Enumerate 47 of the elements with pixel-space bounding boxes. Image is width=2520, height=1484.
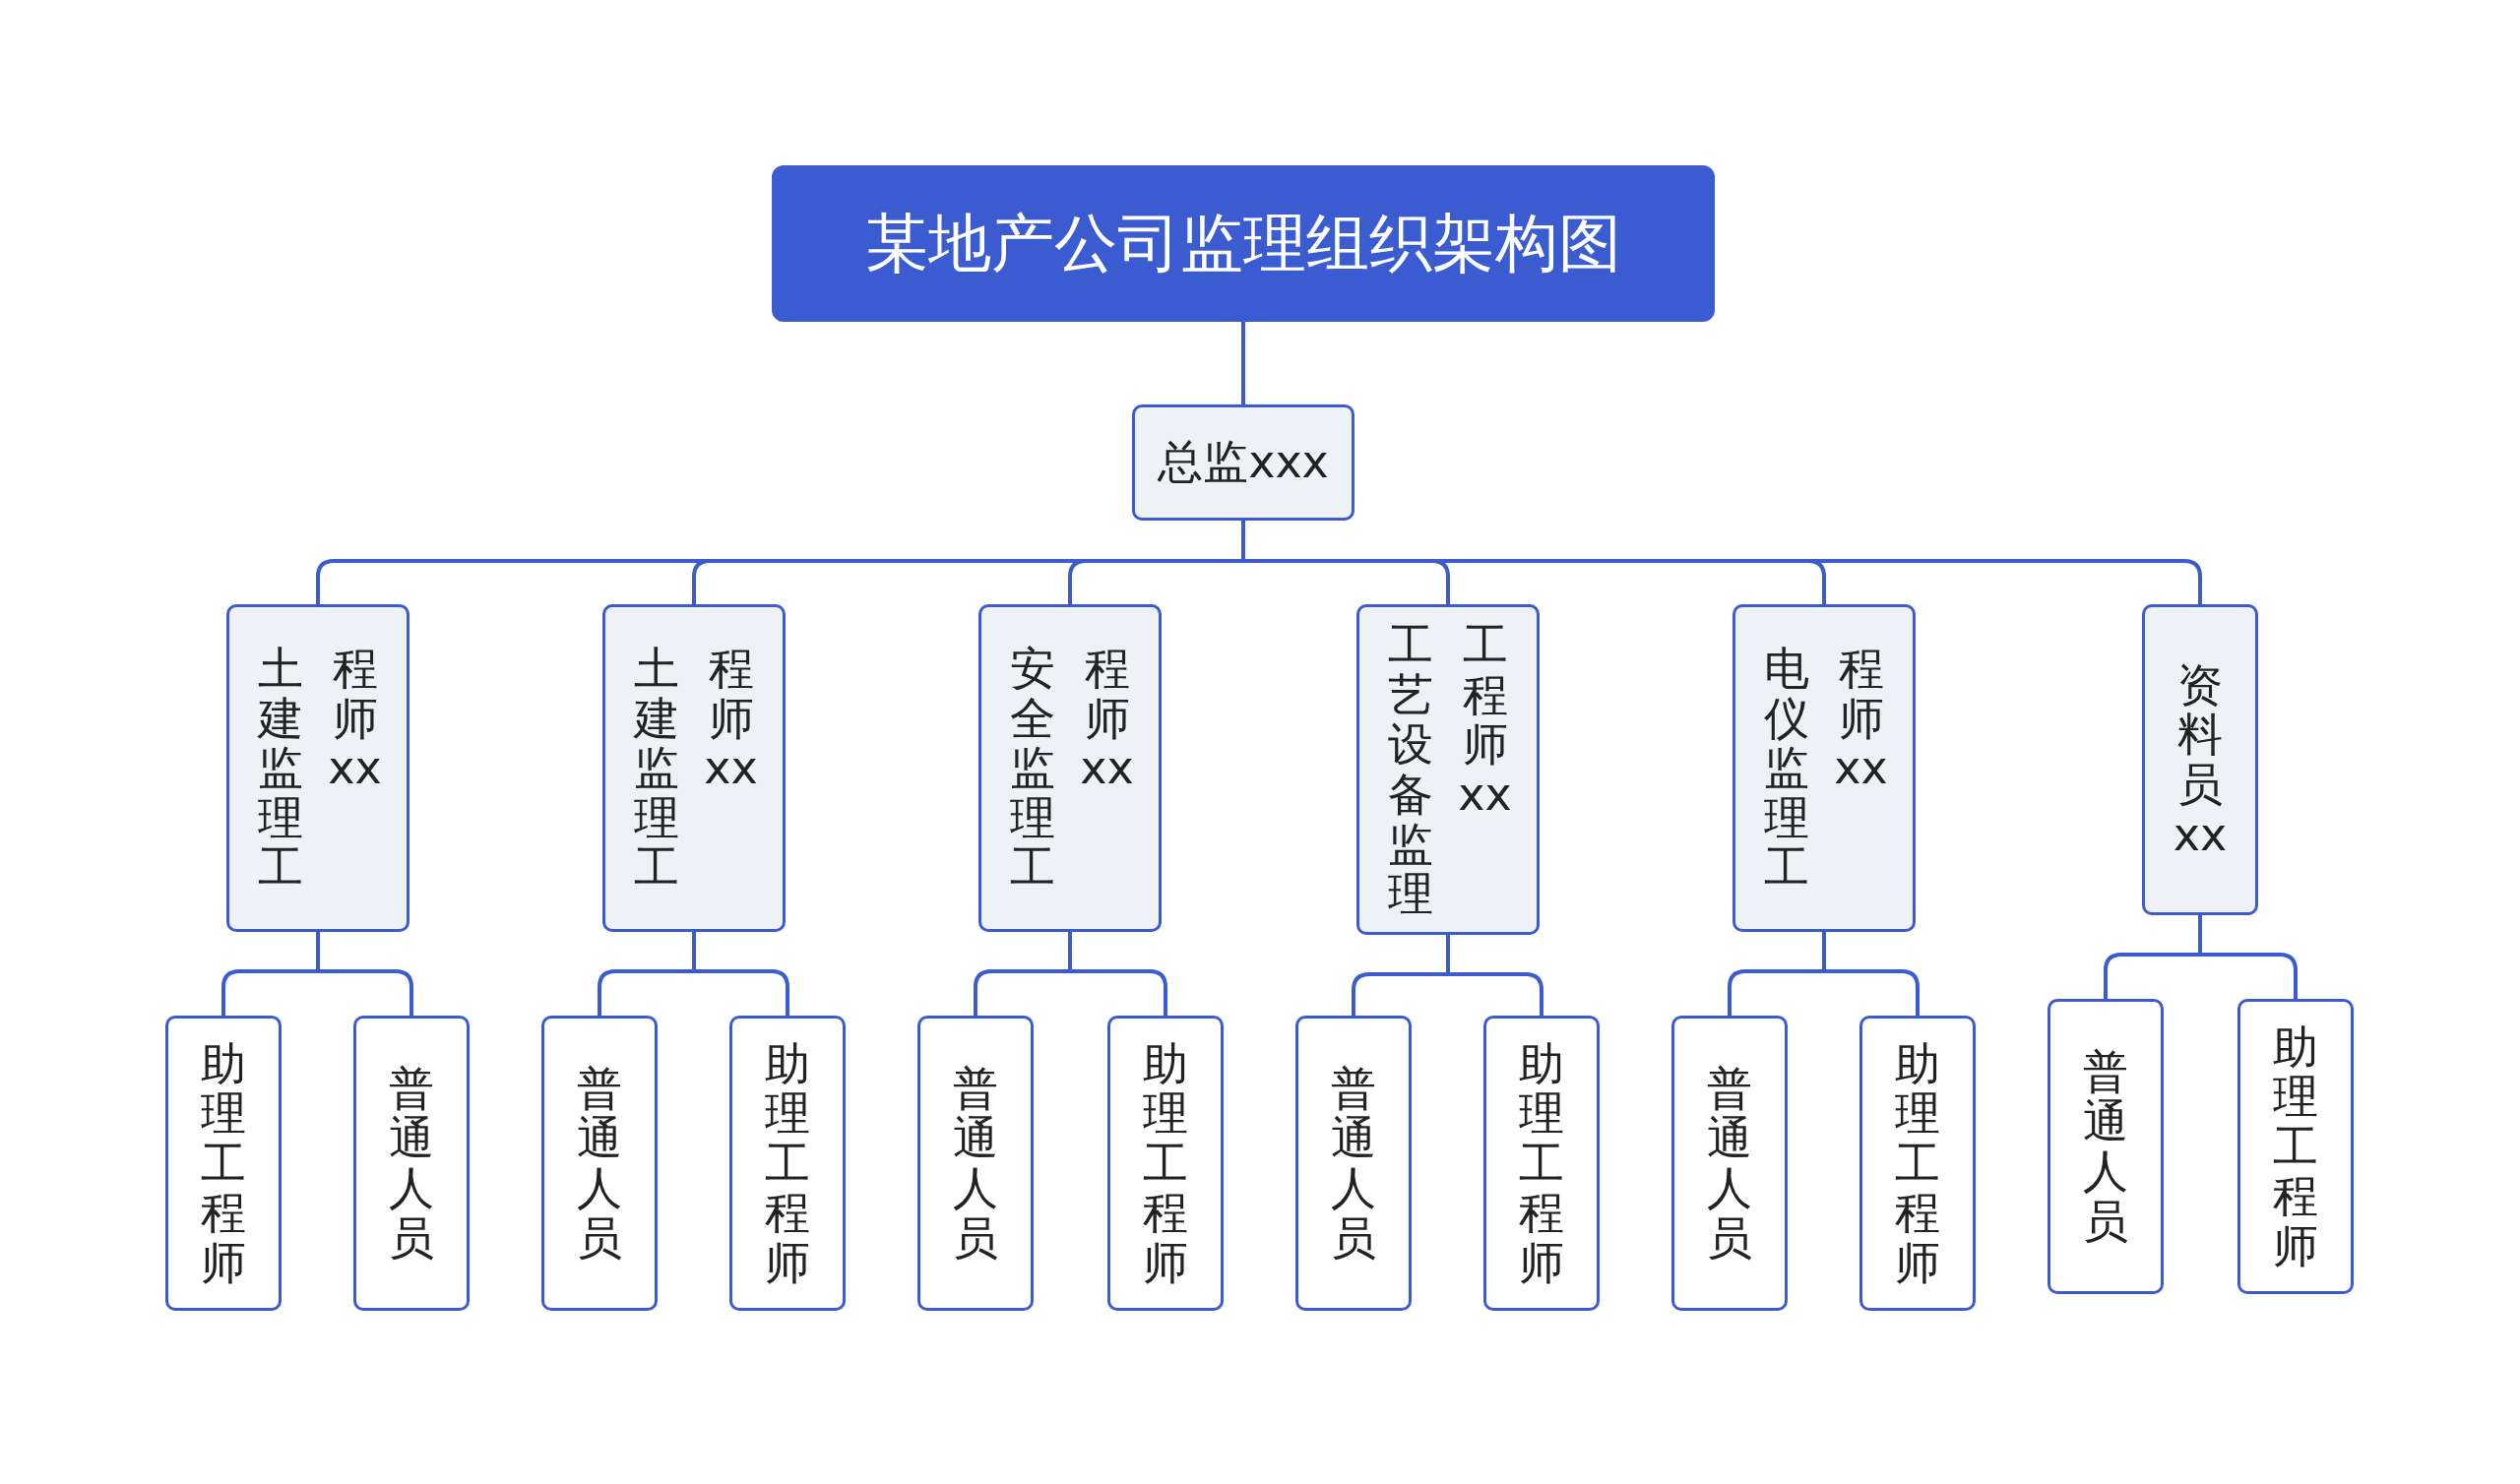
node-text: 安全监理工程师 xx	[1009, 644, 1135, 893]
connector-line	[1241, 322, 1245, 404]
title-text: 某地产公司监理组织架构图	[865, 206, 1621, 281]
node-text: 助理工程师	[200, 1038, 247, 1288]
node-text: 电仪监理工程师 xx	[1763, 644, 1889, 893]
connector-line	[1446, 935, 1544, 1016]
position-box	[2142, 604, 2258, 915]
node-text: 助理工程师	[764, 1038, 811, 1288]
position-box	[602, 604, 786, 932]
node-text: 助理工程师	[1518, 1038, 1565, 1288]
staff-box	[2048, 999, 2164, 1294]
node-text: 助理工程师	[2272, 1021, 2319, 1271]
staff-box	[917, 1016, 1034, 1311]
node-text: 土建监理工程师 xx	[256, 644, 383, 893]
connector-line	[692, 932, 789, 1016]
staff-box	[165, 1016, 282, 1311]
director-box	[1132, 404, 1354, 521]
staff-box	[541, 1016, 658, 1311]
node-text: 普通人员	[576, 1063, 623, 1264]
node-text: 助理工程师	[1894, 1038, 1941, 1288]
staff-box	[1483, 1016, 1600, 1311]
position-box	[1732, 604, 1916, 932]
staff-box	[353, 1016, 470, 1311]
staff-box	[1107, 1016, 1224, 1311]
position-box	[978, 604, 1162, 932]
node-text: 普通人员	[2082, 1046, 2129, 1247]
connector-line	[316, 932, 413, 1016]
node-text: 工艺设备监理工程师 xx	[1387, 620, 1513, 919]
node-text: 普通人员	[388, 1063, 435, 1264]
node-text: 土建监理工程师 xx	[632, 644, 759, 893]
staff-box	[1671, 1016, 1788, 1311]
connector-line	[2198, 915, 2298, 999]
staff-box	[729, 1016, 846, 1311]
position-box	[1356, 604, 1540, 935]
staff-box	[1859, 1016, 1976, 1311]
staff-box	[1295, 1016, 1412, 1311]
node-text: 普通人员	[952, 1063, 999, 1264]
node-text: 助理工程师	[1142, 1038, 1189, 1288]
staff-box	[2237, 999, 2354, 1294]
node-text: 普通人员	[1706, 1063, 1753, 1264]
connector-line	[1822, 932, 1920, 1016]
connector-line	[1068, 932, 1167, 1016]
node-text: 资料员 xx	[2173, 659, 2228, 860]
position-box	[226, 604, 410, 932]
node-text: 普通人员	[1330, 1063, 1377, 1264]
title-box	[772, 165, 1715, 322]
node-text: 总监xxx	[1158, 435, 1329, 490]
